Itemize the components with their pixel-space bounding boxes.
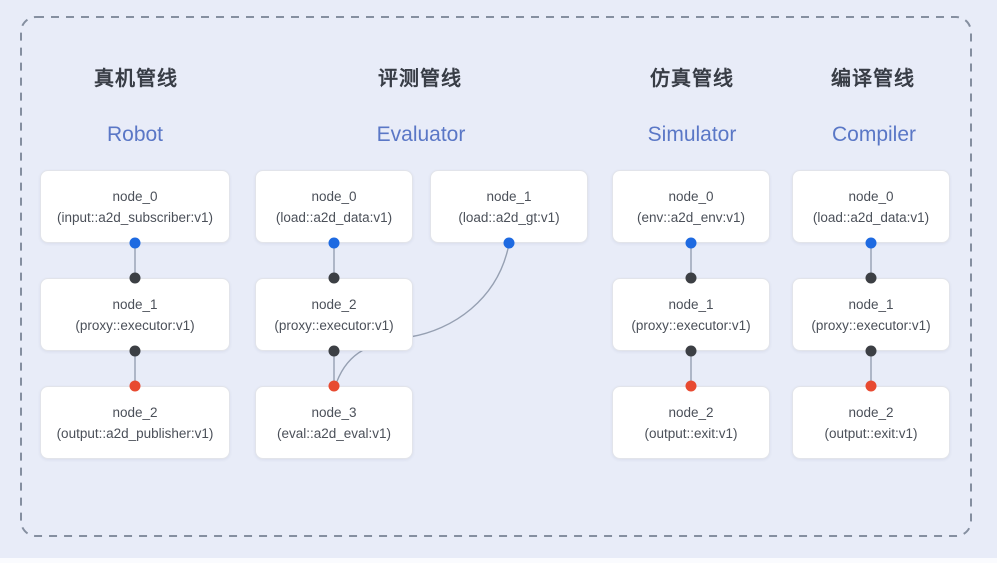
node-type: (env::a2d_env:v1) bbox=[636, 209, 746, 225]
node-simulator-node0[interactable]: node_0 (env::a2d_env:v1) bbox=[612, 170, 770, 243]
pipeline-title-en-evaluator: Evaluator bbox=[376, 123, 466, 146]
node-robot-node2[interactable]: node_2 (output::a2d_publisher:v1) bbox=[40, 386, 230, 459]
node-name: node_2 bbox=[112, 404, 158, 420]
node-name: node_1 bbox=[486, 188, 532, 204]
node-compiler-node1[interactable]: node_1 (proxy::executor:v1) bbox=[792, 278, 950, 351]
node-evaluator-node0[interactable]: node_0 (load::a2d_data:v1) bbox=[255, 170, 413, 243]
node-type: (load::a2d_data:v1) bbox=[275, 209, 393, 225]
node-name: node_1 bbox=[848, 296, 894, 312]
port-input-evaluator-node2[interactable] bbox=[328, 272, 340, 284]
node-type: (proxy::executor:v1) bbox=[75, 317, 195, 333]
port-output-robot-node1[interactable] bbox=[129, 345, 141, 357]
node-evaluator-node2[interactable]: node_2 (proxy::executor:v1) bbox=[255, 278, 413, 351]
node-simulator-node1[interactable]: node_1 (proxy::executor:v1) bbox=[612, 278, 770, 351]
node-type: (load::a2d_gt:v1) bbox=[458, 209, 560, 225]
port-output-evaluator-node2[interactable] bbox=[328, 345, 340, 357]
port-input-robot-node1[interactable] bbox=[129, 272, 141, 284]
node-compiler-node2[interactable]: node_2 (output::exit:v1) bbox=[792, 386, 950, 459]
port-input-compiler-node2[interactable] bbox=[865, 380, 877, 392]
node-type: (output::a2d_publisher:v1) bbox=[56, 425, 214, 441]
port-input-robot-node2[interactable] bbox=[129, 380, 141, 392]
bottom-edge-strip bbox=[0, 558, 997, 563]
node-type: (input::a2d_subscriber:v1) bbox=[56, 209, 214, 225]
node-evaluator-node1[interactable]: node_1 (load::a2d_gt:v1) bbox=[430, 170, 588, 243]
node-name: node_0 bbox=[311, 188, 357, 204]
pipeline-group-dashed-border bbox=[20, 16, 972, 537]
node-compiler-node0[interactable]: node_0 (load::a2d_data:v1) bbox=[792, 170, 950, 243]
pipeline-title-en-compiler: Compiler bbox=[831, 123, 917, 146]
port-output-evaluator-node1[interactable] bbox=[503, 237, 515, 249]
port-input-simulator-node2[interactable] bbox=[685, 380, 697, 392]
pipeline-title-en-simulator: Simulator bbox=[647, 123, 737, 146]
node-name: node_1 bbox=[112, 296, 158, 312]
node-name: node_2 bbox=[848, 404, 894, 420]
node-type: (proxy::executor:v1) bbox=[811, 317, 931, 333]
node-robot-node1[interactable]: node_1 (proxy::executor:v1) bbox=[40, 278, 230, 351]
node-type: (eval::a2d_eval:v1) bbox=[276, 425, 392, 441]
node-name: node_2 bbox=[668, 404, 714, 420]
port-output-compiler-node1[interactable] bbox=[865, 345, 877, 357]
pipeline-title-zh-robot: 真机管线 bbox=[94, 68, 178, 90]
node-robot-node0[interactable]: node_0 (input::a2d_subscriber:v1) bbox=[40, 170, 230, 243]
node-type: (load::a2d_data:v1) bbox=[812, 209, 930, 225]
edge-eval-n1gt-n3-curve bbox=[335, 243, 510, 385]
port-output-simulator-node1[interactable] bbox=[685, 345, 697, 357]
port-output-evaluator-node0[interactable] bbox=[328, 237, 340, 249]
node-name: node_3 bbox=[311, 404, 357, 420]
node-name: node_0 bbox=[112, 188, 158, 204]
port-input-compiler-node1[interactable] bbox=[865, 272, 877, 284]
node-name: node_1 bbox=[668, 296, 714, 312]
port-input-evaluator-node3[interactable] bbox=[328, 380, 340, 392]
port-output-compiler-node0[interactable] bbox=[865, 237, 877, 249]
pipeline-title-en-robot: Robot bbox=[106, 123, 164, 146]
pipeline-title-zh-evaluator: 评测管线 bbox=[378, 68, 462, 90]
port-output-simulator-node0[interactable] bbox=[685, 237, 697, 249]
node-type: (output::exit:v1) bbox=[644, 425, 738, 441]
node-type: (proxy::executor:v1) bbox=[274, 317, 394, 333]
node-simulator-node2[interactable]: node_2 (output::exit:v1) bbox=[612, 386, 770, 459]
node-name: node_0 bbox=[668, 188, 714, 204]
pipeline-title-zh-simulator: 仿真管线 bbox=[650, 68, 734, 90]
node-name: node_2 bbox=[311, 296, 357, 312]
pipeline-title-zh-compiler: 编译管线 bbox=[831, 68, 915, 90]
node-type: (output::exit:v1) bbox=[824, 425, 918, 441]
node-name: node_0 bbox=[848, 188, 894, 204]
port-output-robot-node0[interactable] bbox=[129, 237, 141, 249]
port-input-simulator-node1[interactable] bbox=[685, 272, 697, 284]
node-type: (proxy::executor:v1) bbox=[631, 317, 751, 333]
node-evaluator-node3[interactable]: node_3 (eval::a2d_eval:v1) bbox=[255, 386, 413, 459]
